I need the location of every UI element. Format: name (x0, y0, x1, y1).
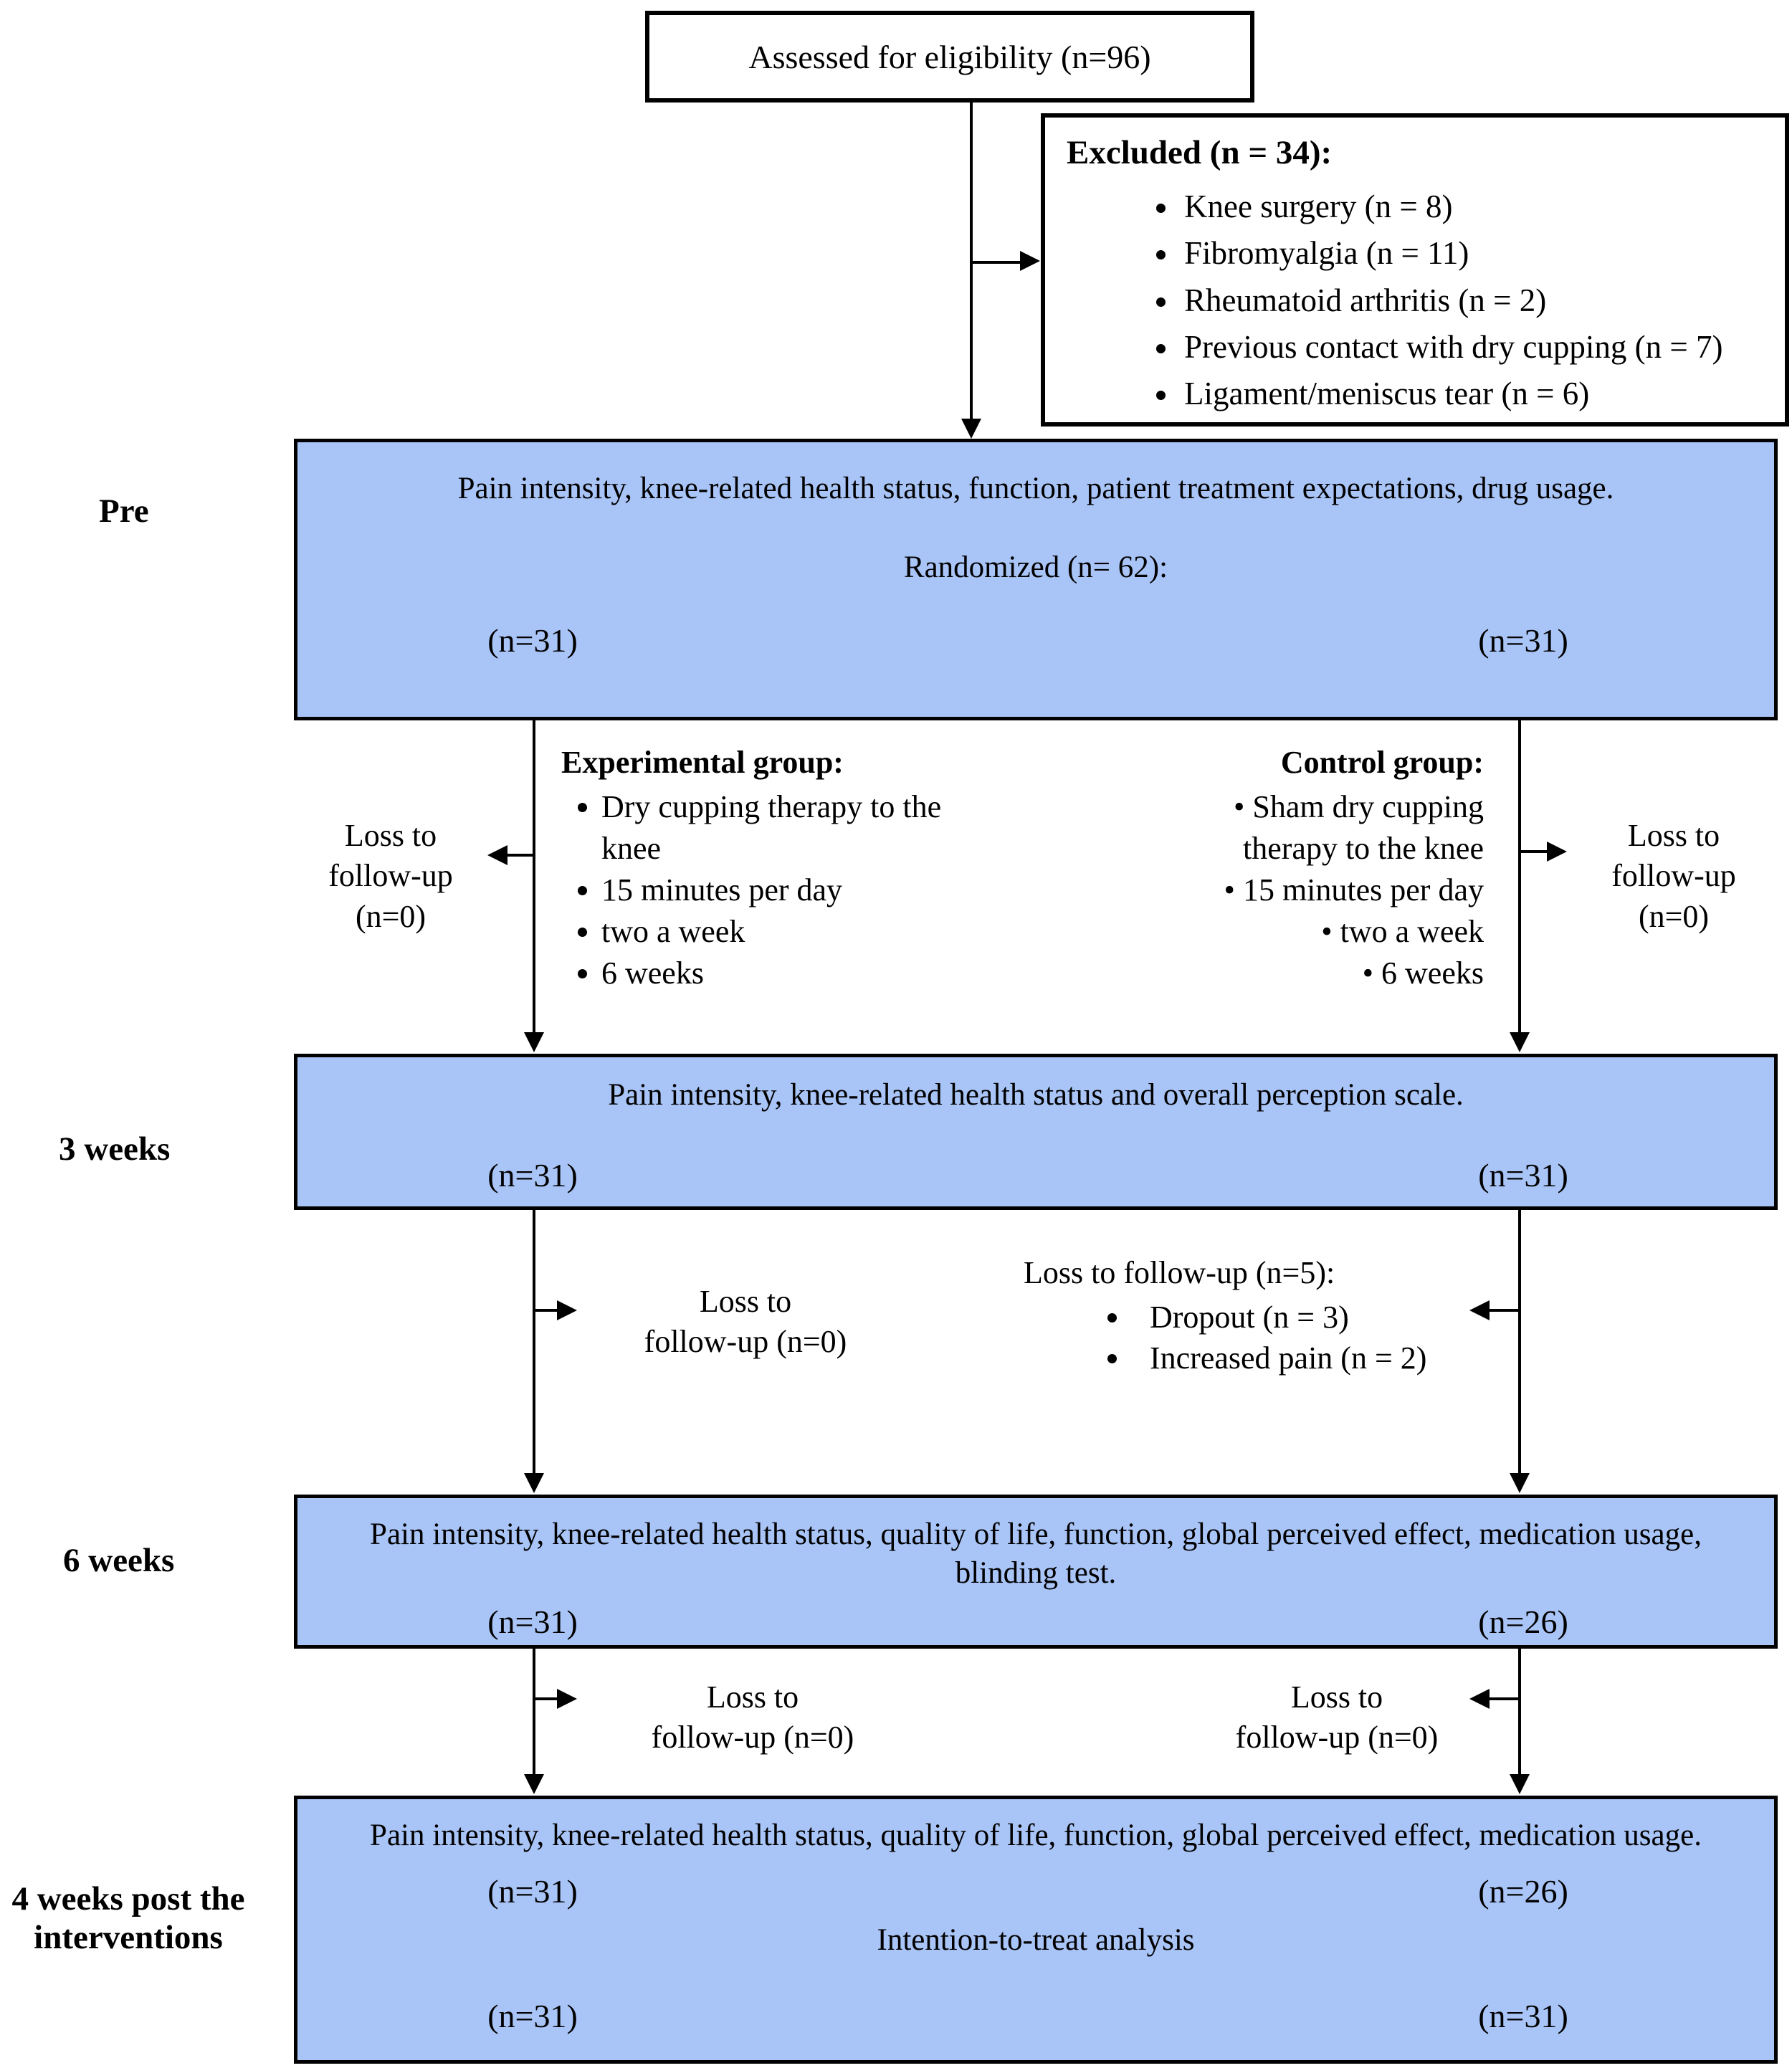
itt-analysis-text: Intention-to-treat analysis (877, 1923, 1195, 1957)
loss2-item: Dropout (n = 3) (1131, 1297, 1461, 1338)
connector-left-pre-to-3w (533, 720, 535, 1032)
assessed-text: Assessed for eligibility (n=96) (748, 38, 1151, 75)
connector-assessed-to-pre (970, 101, 973, 419)
connector-loss2-right (1490, 1309, 1518, 1312)
loss-followup-left-3: Loss to follow-up (n=0) (651, 1679, 854, 1755)
excluded-item: Rheumatoid arthritis (n = 2) (1180, 277, 1763, 324)
bullet-icon: • (1224, 872, 1243, 908)
connector-left-6w-to-final (533, 1649, 535, 1774)
final-assessment-box: Pain intensity, knee-related health stat… (294, 1796, 1778, 2064)
experimental-item: 15 minutes per day (601, 869, 991, 911)
arrowhead-down-right-3w (1510, 1032, 1530, 1052)
arrowhead-down-left-final (524, 1774, 544, 1794)
arrowhead-down-pre (961, 419, 981, 439)
excluded-item: Previous contact with dry cupping (n = 7… (1180, 324, 1763, 371)
connector-loss1-left (507, 854, 533, 857)
arrowhead-right-excluded (1020, 251, 1040, 271)
arrowhead-down-left-3w (524, 1032, 544, 1052)
randomized-text: Randomized (n= 62): (903, 551, 1168, 584)
loss2-list: Dropout (n = 3) Increased pain (n = 2) (1024, 1297, 1461, 1378)
arrowhead-left-loss1 (487, 845, 507, 865)
arrowhead-right-loss1 (1547, 842, 1567, 862)
control-item: • Sham dry cupping therapy to the knee (1233, 789, 1484, 867)
experimental-group-list: Dry cupping therapy to the knee 15 minut… (561, 786, 991, 994)
loss2-title: Loss to follow-up (n=5): (1024, 1255, 1335, 1290)
connector-right-pre-to-3w (1518, 720, 1521, 1032)
week6-assessment-box: Pain intensity, knee-related health stat… (294, 1495, 1778, 1649)
connector-loss3-left (535, 1697, 557, 1700)
control-item: • 15 minutes per day (1224, 872, 1484, 908)
loss2-item: Increased pain (n = 2) (1131, 1338, 1461, 1378)
loss-followup-right-1: Loss to follow-up (n=0) (1611, 818, 1736, 934)
week3-measures-text: Pain intensity, knee-related health stat… (608, 1078, 1464, 1112)
experimental-group-title: Experimental group: (561, 745, 844, 780)
connector-right-6w-to-final (1518, 1649, 1521, 1774)
excluded-list: Knee surgery (n = 8) Fibromyalgia (n = 1… (1067, 184, 1763, 417)
excluded-item: Fibromyalgia (n = 11) (1180, 230, 1763, 277)
connector-loss1-right (1521, 850, 1547, 853)
arrowhead-down-right-final (1510, 1774, 1530, 1794)
arrowhead-left-loss3-right (1469, 1689, 1490, 1709)
control-item: • two a week (1321, 914, 1484, 950)
connector-loss3-right (1490, 1697, 1518, 1700)
connector-left-3w-to-6w (533, 1210, 535, 1473)
stage-label-4-weeks-post: 4 weeks post the interventions (11, 1880, 245, 1956)
excluded-item: Knee surgery (n = 8) (1180, 184, 1763, 230)
stage-label-pre: Pre (99, 492, 149, 530)
loss-followup-left-2: Loss to follow-up (n=0) (644, 1284, 847, 1360)
excluded-item: Ligament/meniscus tear (n = 6) (1180, 371, 1763, 417)
loss-followup-right-2: Loss to follow-up (n=5): Dropout (n = 3)… (1024, 1254, 1461, 1378)
experimental-item: 6 weeks (601, 953, 991, 994)
excluded-box: Excluded (n = 34): Knee surgery (n = 8) … (1041, 113, 1789, 427)
week6-measures-line2: blinding test. (955, 1556, 1117, 1590)
final-row1-right-n: (n=26) (1478, 1873, 1568, 1910)
experimental-item: two a week (601, 911, 991, 953)
excluded-title: Excluded (n = 34): (1067, 134, 1333, 171)
arrowhead-right-loss3-left (557, 1689, 577, 1709)
arrowhead-down-right-6w (1510, 1473, 1530, 1493)
bullet-icon: • (1321, 914, 1340, 950)
week3-right-n: (n=31) (1478, 1157, 1568, 1193)
control-group-block: Control group: • Sham dry cupping therap… (1168, 744, 1484, 994)
connector-to-excluded (971, 261, 1020, 264)
arrowhead-down-left-6w (524, 1473, 544, 1493)
arrowhead-right-loss2-left (557, 1300, 577, 1320)
loss-followup-left-1: Loss to follow-up (n=0) (328, 818, 453, 934)
experimental-item: Dry cupping therapy to the knee (601, 786, 991, 869)
control-group-title: Control group: (1280, 745, 1484, 780)
pre-assessment-box: Pain intensity, knee-related health stat… (294, 439, 1778, 720)
week3-assessment-box: Pain intensity, knee-related health stat… (294, 1054, 1778, 1210)
arrowhead-left-loss2-right (1469, 1300, 1490, 1320)
week3-left-n: (n=31) (487, 1157, 578, 1193)
pre-right-n: (n=31) (1478, 622, 1568, 659)
loss-followup-right-3: Loss to follow-up (n=0) (1235, 1679, 1439, 1755)
pre-measures-text: Pain intensity, knee-related health stat… (457, 472, 1614, 505)
week6-left-n: (n=31) (487, 1604, 578, 1640)
connector-right-3w-to-6w (1518, 1210, 1521, 1473)
stage-label-6-weeks: 6 weeks (63, 1542, 175, 1579)
final-row2-right-n: (n=31) (1478, 1998, 1568, 2034)
week6-measures-line1: Pain intensity, knee-related health stat… (370, 1517, 1702, 1551)
pre-left-n: (n=31) (487, 622, 578, 659)
stage-label-3-weeks: 3 weeks (59, 1130, 171, 1168)
final-measures-text: Pain intensity, knee-related health stat… (370, 1819, 1702, 1852)
final-row2-left-n: (n=31) (487, 1998, 578, 2034)
bullet-icon: • (1362, 956, 1382, 991)
final-row1-left-n: (n=31) (487, 1873, 578, 1910)
control-item: • 6 weeks (1362, 956, 1484, 991)
connector-loss2-left (535, 1309, 557, 1312)
week6-right-n: (n=26) (1478, 1604, 1568, 1640)
assessed-box: Assessed for eligibility (n=96) (645, 11, 1254, 103)
experimental-group-block: Experimental group: Dry cupping therapy … (561, 744, 991, 994)
bullet-icon: • (1233, 789, 1253, 824)
